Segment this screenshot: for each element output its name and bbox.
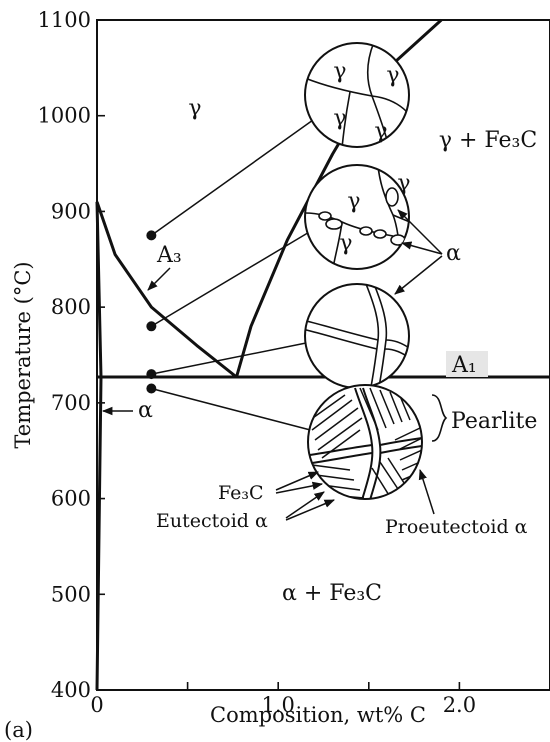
y-tick-label: 400: [51, 678, 91, 702]
composition-point: [146, 230, 157, 241]
boundary-alpha-solvus: [95, 201, 103, 691]
region-label-alpha-fe3c: α + Fe₃C: [282, 581, 382, 606]
svg-text:γ: γ: [333, 59, 346, 84]
a3-arrow: [147, 267, 171, 291]
x-tick-label: 2.0: [443, 693, 476, 717]
svg-text:γ: γ: [339, 231, 352, 256]
y-tick-label: 700: [51, 391, 91, 415]
a1-label: A₁: [451, 353, 477, 378]
svg-text:γ: γ: [386, 63, 399, 88]
svg-text:Proeutectoid α: Proeutectoid α: [385, 516, 528, 538]
plot-frame: [96, 19, 550, 691]
composition-point: [146, 383, 157, 394]
a3-label: A₃: [156, 243, 182, 268]
y-tick-label: 800: [51, 295, 91, 319]
leader-line: [151, 387, 319, 433]
leader-line: [150, 230, 312, 327]
svg-text:γ: γ: [397, 171, 410, 196]
x-tick-label: 0: [90, 693, 103, 717]
svg-text:Eutectoid α: Eutectoid α: [156, 510, 268, 532]
leader-line: [150, 119, 314, 236]
x-axis-label: Composition, wt% C: [210, 703, 426, 727]
region-label-gamma: γ: [188, 96, 201, 121]
x-axis-ticks: 0 1.0 2.0: [90, 682, 550, 717]
microstructure-austenite: γ γ γ γ: [304, 42, 410, 148]
y-axis-ticks: 400 500 600 700 800 900 1000 1100: [38, 8, 105, 702]
composition-points: [146, 119, 319, 433]
svg-text:Fe₃C: Fe₃C: [218, 482, 264, 504]
ferrite-label: α: [446, 241, 461, 266]
svg-text:γ: γ: [374, 119, 387, 144]
svg-text:γ: γ: [347, 189, 360, 214]
y-tick-label: 600: [51, 487, 91, 511]
boundary-a3: [95, 201, 238, 379]
y-tick-label: 500: [51, 582, 91, 606]
microstructure-pearlite: Pearlite Fe₃C Eutectoid α Proeutectoid α: [156, 384, 537, 538]
svg-text:Pearlite: Pearlite: [451, 409, 537, 434]
a1-label-box: [446, 351, 488, 377]
region-label-alpha: α: [138, 398, 153, 423]
microstructure-grain-boundary-ferrite: [304, 283, 410, 389]
y-tick-label: 900: [51, 199, 91, 223]
microstructure-austenite-ferrite: γ γ γ α: [304, 164, 461, 295]
svg-text:γ: γ: [333, 106, 346, 131]
leader-line: [151, 341, 312, 375]
y-tick-label: 1000: [38, 104, 91, 128]
panel-label: (a): [4, 718, 33, 742]
y-tick-label: 1100: [38, 8, 91, 32]
region-label-gamma-fe3c: γ + Fe₃C: [439, 128, 537, 153]
composition-point: [146, 369, 157, 380]
y-axis-label: Temperature (°C): [11, 261, 35, 448]
composition-point: [146, 321, 157, 332]
x-tick-label: 1.0: [261, 693, 294, 717]
